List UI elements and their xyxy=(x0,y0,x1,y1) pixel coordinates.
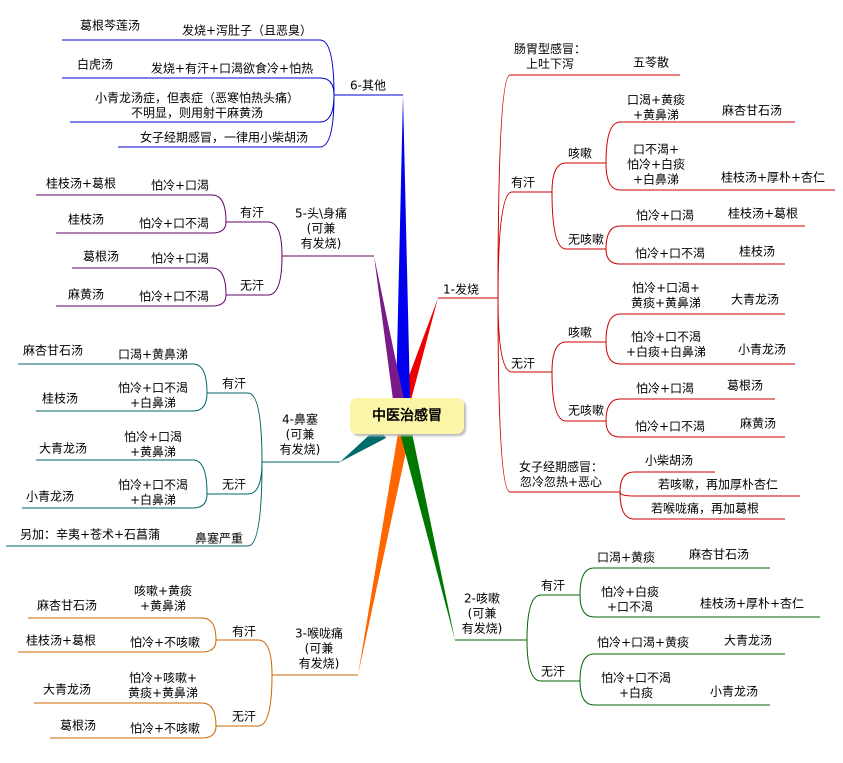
throat-nosweat-cond2: 怕冷+不咳嗽 xyxy=(129,721,201,736)
fever-nosweat: 无汗 xyxy=(510,356,536,371)
fever-nosweat-nocough-cond2: 怕冷+口不渴 xyxy=(634,419,706,434)
fever-sweat-nocough-cond1: 怕冷+口渴 xyxy=(635,208,695,223)
central-topic[interactable]: 中医治感冒 xyxy=(350,398,464,434)
throat-sweat-rx2: 桂枝汤+葛根 xyxy=(25,633,97,648)
throat-lines xyxy=(18,617,358,739)
head-sweat-rx1: 桂枝汤+葛根 xyxy=(45,176,117,191)
nose-nosweat-cond1: 怕冷+口渴 +黄鼻涕 xyxy=(123,430,183,459)
spoke-fever xyxy=(400,298,438,400)
fever-nosweat-cough-rx2: 小青龙汤 xyxy=(737,342,787,357)
cough-nosweat-rx1: 大青龙汤 xyxy=(723,633,773,648)
fever-nosweat-nocough-rx1: 葛根汤 xyxy=(726,378,764,393)
fever-sweat-cough: 咳嗽 xyxy=(567,146,593,161)
cough-sweat-rx1: 麻杏甘石汤 xyxy=(688,547,750,562)
fever-sweat-nocough-rx1: 桂枝汤+葛根 xyxy=(727,206,799,221)
nose-sweat-cond1: 口渴+黄鼻涕 xyxy=(117,347,189,362)
head-sweat-rx2: 桂枝汤 xyxy=(67,212,105,227)
nose-severe-addition: 另加：辛夷+苍术+石菖蒲 xyxy=(19,527,161,542)
fever-sweat-nocough-cond2: 怕冷+口不渴 xyxy=(634,246,706,261)
branch-fever[interactable]: 1-发烧 xyxy=(443,282,479,297)
spoke-throat xyxy=(358,433,410,675)
cough-sweat-rx2: 桂枝汤+厚朴+杏仁 xyxy=(699,596,805,611)
cough-nosweat-rx2: 小青龙汤 xyxy=(709,684,759,699)
fever-nosweat-nocough-rx2: 麻黄汤 xyxy=(739,416,777,431)
head-nosweat: 无汗 xyxy=(239,278,265,293)
spoke-other xyxy=(396,95,410,398)
throat-nosweat-cond1: 怕冷+咳嗽+ 黄痰+黄鼻涕 xyxy=(127,671,199,700)
cough-nosweat: 无汗 xyxy=(540,664,566,679)
fever-sweat: 有汗 xyxy=(510,175,536,190)
nose-sweat: 有汗 xyxy=(221,376,247,391)
nose-sweat-rx1: 麻杏甘石汤 xyxy=(22,343,84,358)
gastro-condition: 肠胃型感冒： 上吐下泻 xyxy=(513,42,587,71)
throat-sweat: 有汗 xyxy=(231,624,257,639)
spoke-nose xyxy=(340,427,386,462)
cough-sweat-cond2: 怕冷+白痰 +口不渴 xyxy=(600,585,660,614)
fever-nosweat-cough-cond2: 怕冷+口不渴 +白痰+白鼻涕 xyxy=(625,330,707,359)
other-note-female: 女子经期感冒，一律用小柴胡汤 xyxy=(139,130,309,145)
fever-sweat-cough-rx1: 麻杏甘石汤 xyxy=(721,103,783,118)
branch-other[interactable]: 6-其他 xyxy=(350,78,386,93)
fever-lines xyxy=(438,74,835,520)
nose-nosweat-rx2: 小青龙汤 xyxy=(25,489,75,504)
throat-nosweat-rx2: 葛根汤 xyxy=(59,718,97,733)
spoke-head xyxy=(374,256,404,400)
gastro-remedy: 五苓散 xyxy=(632,55,670,70)
fever-sweat-cough-cond1: 口渴+黄痰 +黄鼻涕 xyxy=(626,93,686,122)
spoke-cough xyxy=(400,433,455,640)
head-sweat-cond1: 怕冷+口渴 xyxy=(150,178,210,193)
throat-nosweat: 无汗 xyxy=(231,709,257,724)
fever-nosweat-nocough: 无咳嗽 xyxy=(567,403,605,418)
nose-nosweat: 无汗 xyxy=(221,477,247,492)
fever-sweat-cough-cond2: 口不渴+ 怕冷+白痰 +白鼻涕 xyxy=(626,142,686,187)
fever-nosweat-nocough-cond1: 怕冷+口渴 xyxy=(635,381,695,396)
other-note-xiaoqinglong: 小青龙汤症，但表症（恶寒怕热头痛） 不明显，则用射干麻黄汤 xyxy=(94,91,300,120)
female-remedy: 小柴胡汤 xyxy=(644,453,694,468)
throat-nosweat-rx1: 大青龙汤 xyxy=(42,682,92,697)
throat-sweat-rx1: 麻杏甘石汤 xyxy=(36,598,98,613)
cough-lines xyxy=(455,567,820,706)
head-sweat-cond2: 怕冷+口不渴 xyxy=(138,216,210,231)
cough-nosweat-cond1: 怕冷+口渴+黄痰 xyxy=(596,635,690,650)
other-rx1: 葛根芩莲汤 xyxy=(79,18,141,33)
head-nosweat-cond1: 怕冷+口渴 xyxy=(150,251,210,266)
fever-sweat-nocough: 无咳嗽 xyxy=(567,232,605,247)
branch-cough[interactable]: 2-咳嗽 (可兼 有发烧) xyxy=(461,591,503,636)
fever-nosweat-cough: 咳嗽 xyxy=(567,325,593,340)
cough-nosweat-cond2: 怕冷+口不渴 +白痰 xyxy=(600,671,672,700)
nose-sweat-rx2: 桂枝汤 xyxy=(41,391,79,406)
fever-sweat-cough-rx2: 桂枝汤+厚朴+杏仁 xyxy=(720,170,826,185)
fever-nosweat-cough-rx1: 大青龙汤 xyxy=(730,292,780,307)
cough-sweat-cond1: 口渴+黄痰 xyxy=(596,550,656,565)
female-condition: 女子经期感冒： 忽冷忽热+恶心 xyxy=(518,460,604,489)
head-nosweat-rx1: 葛根汤 xyxy=(82,249,120,264)
head-sweat: 有汗 xyxy=(239,205,265,220)
throat-sweat-cond1: 咳嗽+黄痰 +黄鼻涕 xyxy=(133,584,193,613)
other-rx2: 白虎汤 xyxy=(76,57,114,72)
branch-head[interactable]: 5-头\身痛 (可兼 有发烧) xyxy=(294,206,348,251)
head-nosweat-cond2: 怕冷+口不渴 xyxy=(138,289,210,304)
fever-sweat-nocough-rx2: 桂枝汤 xyxy=(738,244,776,259)
fever-nosweat-cough-cond1: 怕冷+口渴+ 黄痰+黄鼻涕 xyxy=(630,281,702,310)
nose-nosweat-rx1: 大青龙汤 xyxy=(38,441,88,456)
other-cond1: 发烧+泻肚子（且恶臭） xyxy=(181,23,313,38)
head-lines xyxy=(36,194,374,307)
female-throat-addition: 若喉咙痛，再加葛根 xyxy=(650,501,760,516)
cough-sweat: 有汗 xyxy=(540,578,566,593)
other-cond2: 发烧+有汗+口渴欲食冷+怕热 xyxy=(150,61,314,76)
female-cough-addition: 若咳嗽，再加厚朴杏仁 xyxy=(657,477,779,492)
head-nosweat-rx2: 麻黄汤 xyxy=(67,287,105,302)
nose-nosweat-cond2: 怕冷+口不渴 +白鼻涕 xyxy=(117,478,189,507)
branch-nose[interactable]: 4-鼻塞 (可兼 有发烧) xyxy=(279,412,321,457)
other-lines xyxy=(62,39,403,148)
branch-throat[interactable]: 3-喉咙痛 (可兼 有发烧) xyxy=(295,626,343,671)
nose-severe: 鼻塞严重 xyxy=(194,531,244,546)
throat-sweat-cond2: 怕冷+不咳嗽 xyxy=(129,635,201,650)
nose-lines xyxy=(6,363,340,547)
nose-sweat-cond2: 怕冷+口不渴 +白鼻涕 xyxy=(117,381,189,410)
